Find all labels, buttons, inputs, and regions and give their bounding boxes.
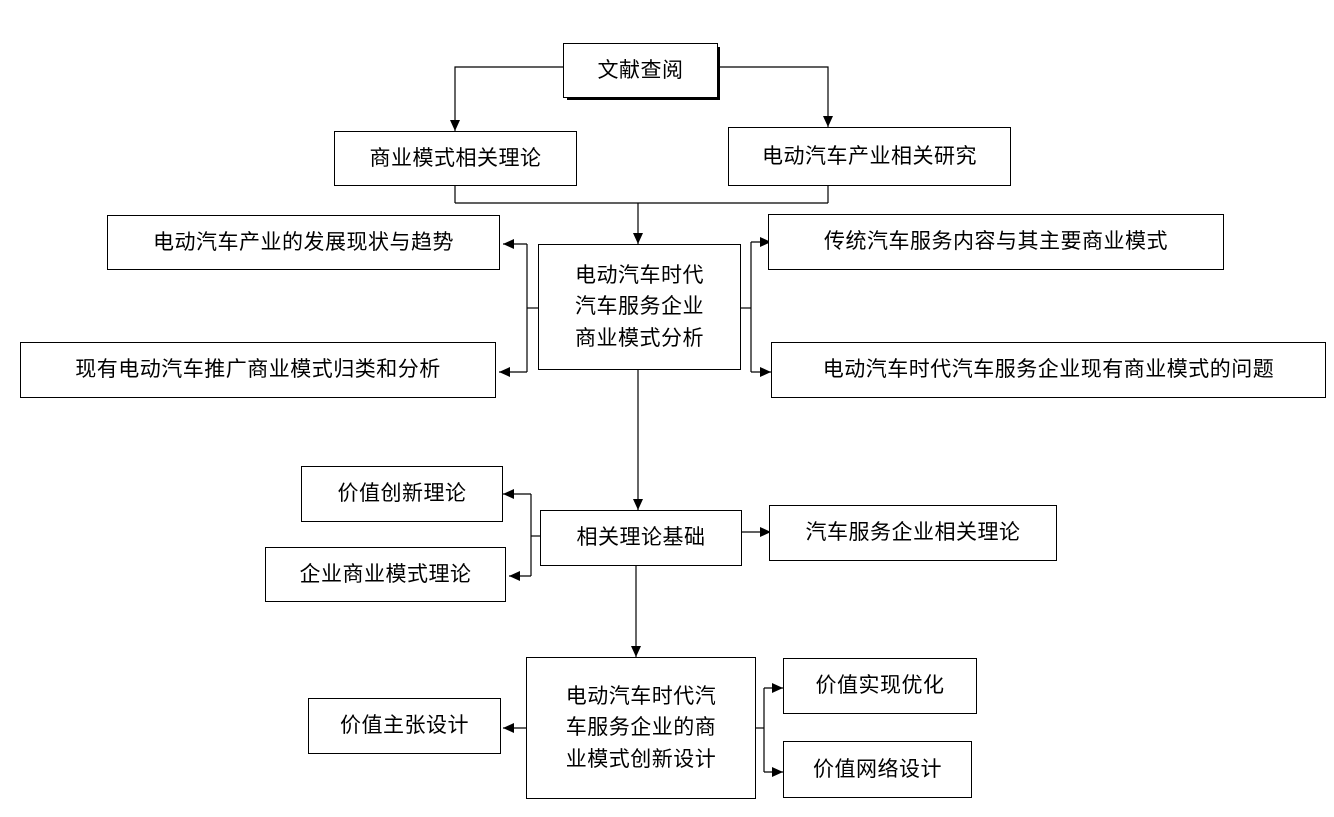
arrow-literature-to-ev-research — [718, 66, 833, 127]
node-current-model-problems: 电动汽车时代汽车服务企业现有商业模式的问题 — [771, 342, 1326, 398]
node-enterprise-model-theory: 企业商业模式理论 — [265, 547, 506, 602]
node-value-realization-optimization: 价值实现优化 — [783, 658, 977, 714]
node-related-theory-basis: 相关理论基础 — [540, 510, 742, 566]
arrow-literature-to-bm-theory — [450, 66, 563, 131]
node-traditional-service-models: 传统汽车服务内容与其主要商业模式 — [768, 214, 1224, 270]
node-ev-promotion-models: 现有电动汽车推广商业模式归类和分析 — [20, 342, 496, 398]
node-value-proposition-design: 价值主张设计 — [308, 698, 501, 754]
node-ev-era-analysis: 电动汽车时代 汽车服务企业 商业模式分析 — [538, 244, 741, 370]
node-ev-industry-status: 电动汽车产业的发展现状与趋势 — [107, 215, 500, 270]
node-business-model-theory: 商业模式相关理论 — [334, 131, 577, 186]
node-ev-industry-research: 电动汽车产业相关研究 — [728, 127, 1011, 186]
node-literature-review: 文献查阅 — [563, 43, 718, 98]
node-service-enterprise-theory: 汽车服务企业相关理论 — [769, 505, 1057, 561]
node-value-network-design: 价值网络设计 — [783, 741, 972, 798]
node-value-innovation-theory: 价值创新理论 — [301, 466, 503, 522]
node-innovation-design: 电动汽车时代汽 车服务企业的商 业模式创新设计 — [526, 657, 756, 799]
